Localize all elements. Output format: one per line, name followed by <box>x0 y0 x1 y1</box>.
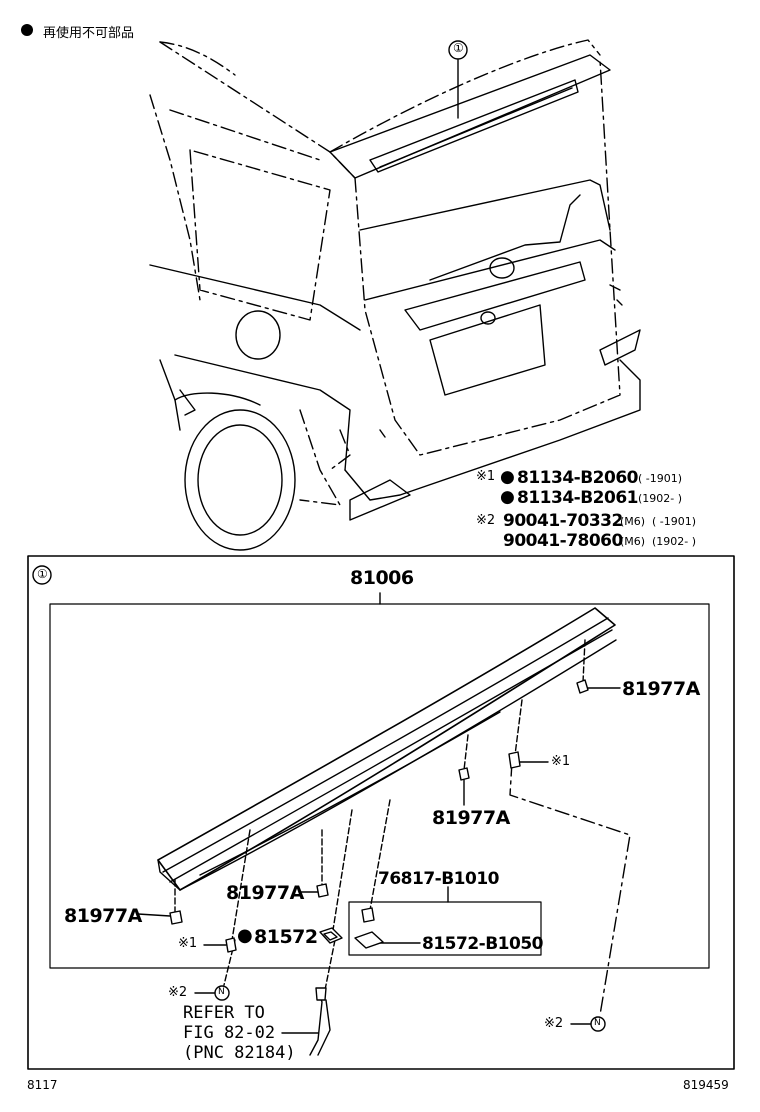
note1-right: ※1 <box>551 754 571 769</box>
variant-spec: (M6) <box>620 535 646 548</box>
callout-1-label: ① <box>453 41 464 55</box>
legend-text: 再使用不可部品 <box>43 26 135 41</box>
variant-part-number: 90041-70332 <box>503 511 623 531</box>
clip-label-left: 81977A <box>64 905 142 927</box>
variant-range: ( -1901) <box>638 472 683 485</box>
clip-label-right: 81977A <box>622 678 700 700</box>
detail-callout: ① <box>37 567 48 581</box>
variant-range: (1902- ) <box>638 492 683 505</box>
nut-right-icon: N <box>594 1018 601 1028</box>
variant-part-number: 81134-B2061 <box>517 488 638 508</box>
nut-left-icon: N <box>218 987 225 997</box>
footer-left: 8117 <box>27 1078 58 1092</box>
vehicle-rear-drawing <box>149 39 641 551</box>
note1-left: ※1 <box>178 936 198 951</box>
clip-label-center: 81977A <box>432 807 510 829</box>
variant-range: (1902- ) <box>652 535 697 548</box>
clip-label-mid: 81977A <box>226 882 304 904</box>
unreusable-dot-icon: ● <box>500 467 515 487</box>
socket-label: 76817-B1010 <box>378 869 499 889</box>
unreusable-dot-icon: ● <box>500 487 515 507</box>
unreusable-dot-icon: ● <box>237 925 253 946</box>
spoiler-detail-drawing <box>157 607 617 891</box>
variant-spec: (M6) <box>620 515 646 528</box>
gasket-label: 81572 <box>254 926 318 948</box>
refer-line: REFER TO <box>183 1003 265 1023</box>
gasket2-label: 81572-B1050 <box>422 934 543 954</box>
note2-right: ※2 <box>544 1016 564 1031</box>
footer-right: 819459 <box>683 1078 729 1092</box>
variant-part-number: 81134-B2060 <box>517 468 638 488</box>
refer-line: FIG 82-02 <box>183 1023 276 1043</box>
refer-line: (PNC 82184) <box>183 1043 296 1063</box>
variant-part-number: 90041-78060 <box>503 531 623 551</box>
note2-left: ※2 <box>168 985 188 1000</box>
variant-note-mark: ※1 <box>476 469 496 484</box>
variant-note-mark: ※2 <box>476 513 496 528</box>
assembly-part-number: 81006 <box>350 567 414 589</box>
variant-range: ( -1901) <box>652 515 697 528</box>
